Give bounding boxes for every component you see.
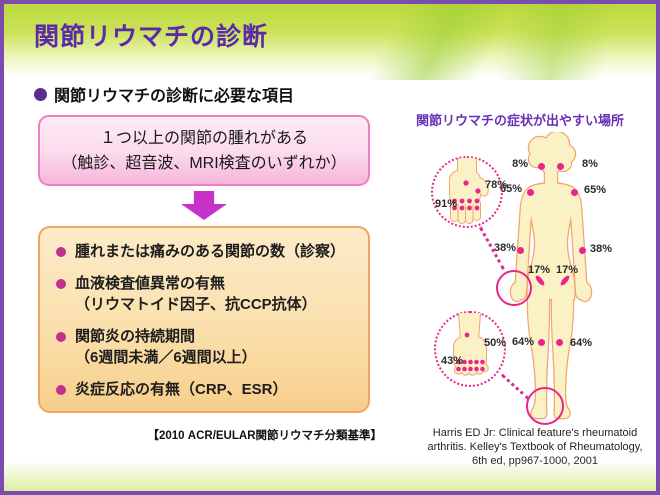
list-item: 炎症反応の有無（CRP、ESR） xyxy=(56,379,354,400)
percent-label-hand-wrist: 78% xyxy=(485,179,508,191)
section-heading: 関節リウマチの診断に必要な項目 xyxy=(34,82,294,106)
item-line: 関節炎の持続期間 xyxy=(75,328,196,345)
citation-line-2: arthritis. Kelley's Textbook of Rheumato… xyxy=(427,441,643,453)
classification-note: 【2010 ACR/EULAR関節リウマチ分類基準】 xyxy=(147,430,383,442)
percent-label-shoulder-right: 65% xyxy=(584,184,607,196)
percent-label-elbow-right: 38% xyxy=(590,243,613,255)
item-text: 関節炎の持続期間 （6週間未満／6週間以上） xyxy=(75,326,257,368)
list-item: 関節炎の持続期間 （6週間未満／6週間以上） xyxy=(56,326,354,368)
foot-figure xyxy=(453,313,489,376)
bullet-icon xyxy=(34,87,47,101)
joint-marker-knee-right xyxy=(556,339,563,346)
joint-marker-elbow-right xyxy=(579,247,586,254)
item-text: 炎症反応の有無（CRP、ESR） xyxy=(75,379,288,400)
joint-marker-shoulder-right xyxy=(571,189,578,196)
hand-inset: 91% 78% xyxy=(431,156,507,228)
item-text: 血液検査値異常の有無 （リウマトイド因子、抗CCP抗体） xyxy=(75,273,317,315)
feet-highlight-circle xyxy=(526,387,564,425)
item-line: （6週間未満／6週間以上） xyxy=(75,349,257,366)
bullet-icon xyxy=(56,385,66,395)
percent-label-shoulder-left: 65% xyxy=(499,183,522,195)
joint-marker-elbow-left xyxy=(517,247,524,254)
foot-joint-markers xyxy=(456,332,485,372)
hand-joint-markers xyxy=(452,180,481,211)
percent-label-jaw-left: 8% xyxy=(512,158,528,170)
footer-band xyxy=(4,461,656,491)
section-heading-label: 関節リウマチの診断に必要な項目 xyxy=(54,88,295,105)
criteria-line-1: １つ以上の関節の腫れがある xyxy=(99,129,308,147)
header-band: 関節リウマチの診断 xyxy=(4,4,656,80)
joint-marker-shoulder-left xyxy=(527,189,534,196)
joint-marker-jaw-left xyxy=(538,163,545,170)
foot-inset: 43% 50% xyxy=(434,311,506,387)
item-line: 炎症反応の有無（CRP、ESR） xyxy=(75,381,288,398)
bullet-icon xyxy=(56,247,66,257)
percent-label-jaw-right: 8% xyxy=(582,158,598,170)
percent-label-hip-right: 17% xyxy=(556,264,579,276)
percent-label-foot-ankle: 50% xyxy=(484,337,507,349)
items-box: 腫れまたは痛みのある関節の数（診察） 血液検査値異常の有無 （リウマトイド因子、… xyxy=(38,226,370,413)
percent-label-knee-right: 64% xyxy=(570,337,593,349)
hand-figure xyxy=(449,158,492,224)
bullet-icon xyxy=(56,332,66,342)
percent-label-hand-mcp: 91% xyxy=(435,198,458,210)
diagram-panel: 関節リウマチの症状が出やすい場所 xyxy=(404,104,656,491)
item-line: （リウマトイド因子、抗CCP抗体） xyxy=(75,296,317,313)
item-line: 腫れまたは痛みのある関節の数（診察） xyxy=(75,243,346,260)
percent-label-hip-left: 17% xyxy=(528,264,551,276)
item-line: 血液検査値異常の有無 xyxy=(75,275,226,292)
bullet-icon xyxy=(56,279,66,289)
list-item: 血液検査値異常の有無 （リウマトイド因子、抗CCP抗体） xyxy=(56,273,354,315)
down-arrow-icon xyxy=(181,191,227,220)
percent-label-knee-left: 64% xyxy=(511,336,534,348)
criteria-box: １つ以上の関節の腫れがある （触診、超音波、MRI検査のいずれか） xyxy=(38,115,370,186)
joint-marker-knee-left xyxy=(538,339,545,346)
page-title: 関節リウマチの診断 xyxy=(34,23,269,51)
wrist-highlight-circle xyxy=(496,270,532,306)
list-item: 腫れまたは痛みのある関節の数（診察） xyxy=(56,241,354,262)
percent-label-foot-toes: 43% xyxy=(441,355,464,367)
criteria-line-2: （触診、超音波、MRI検査のいずれか） xyxy=(61,154,347,172)
citation-line-1: Harris ED Jr: Clinical feature's rheumat… xyxy=(432,427,638,439)
percent-label-elbow-left: 38% xyxy=(493,242,516,254)
diagram-heading: 関節リウマチの症状が出やすい場所 xyxy=(416,113,625,128)
joint-marker-jaw-right xyxy=(557,163,564,170)
item-text: 腫れまたは痛みのある関節の数（診察） xyxy=(75,241,345,262)
